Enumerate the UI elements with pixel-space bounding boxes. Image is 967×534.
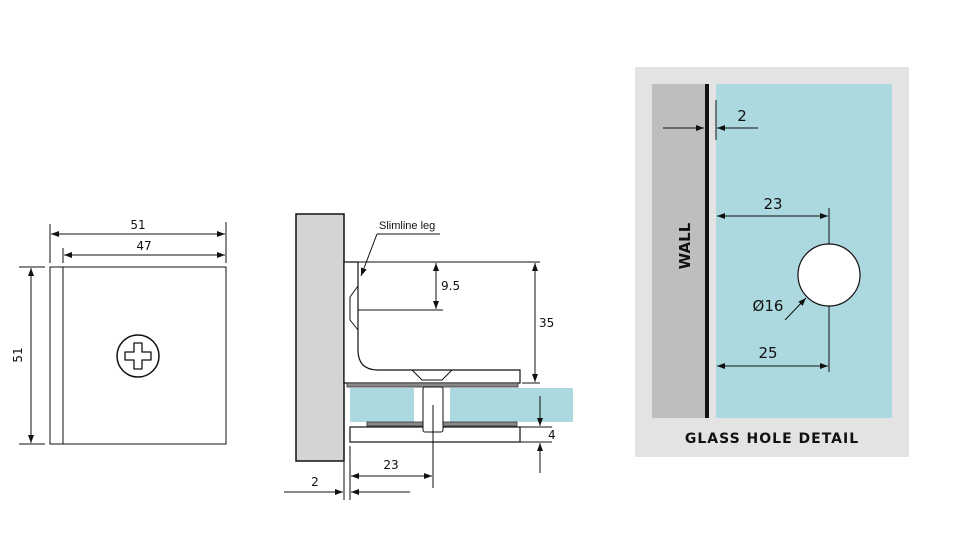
dim-diameter: Ø16: [753, 297, 784, 315]
wall-section: [295, 213, 345, 462]
dim-width-inner: 47: [136, 239, 151, 253]
slimline-leg-callout: Slimline leg: [379, 220, 435, 232]
dim-wall-gap: 2: [737, 107, 747, 125]
glass-hole: [797, 243, 861, 307]
glass-panel: [716, 84, 892, 418]
side-view: Slimline leg 9.5 35 4 23 2: [284, 213, 573, 500]
wall: [652, 84, 705, 418]
glass-hole-detail-panel: WALL 2 23 Ø16 25 GLASS HOLE DETAIL: [635, 67, 909, 457]
dim-height: 35: [539, 316, 554, 330]
wall-label: WALL: [676, 222, 694, 269]
glass-left: [350, 388, 414, 422]
dim-to-center-lower: 25: [758, 344, 777, 362]
dim-to-center: 23: [763, 195, 782, 213]
clamp-face: [49, 266, 227, 445]
bracket: [343, 261, 521, 384]
dim-glass-gap: 4: [548, 428, 556, 442]
glass-right: [450, 388, 573, 422]
dim-hole-center: 23: [383, 458, 398, 472]
screw-icon: [116, 334, 160, 378]
dim-wall-gap: 2: [311, 475, 319, 489]
front-view: 51 47 51: [11, 218, 227, 445]
detail-caption: GLASS HOLE DETAIL: [685, 431, 859, 447]
dim-width-outer: 51: [130, 218, 145, 232]
dim-leg-offset: 9.5: [441, 279, 460, 293]
dim-height: 51: [11, 347, 25, 362]
